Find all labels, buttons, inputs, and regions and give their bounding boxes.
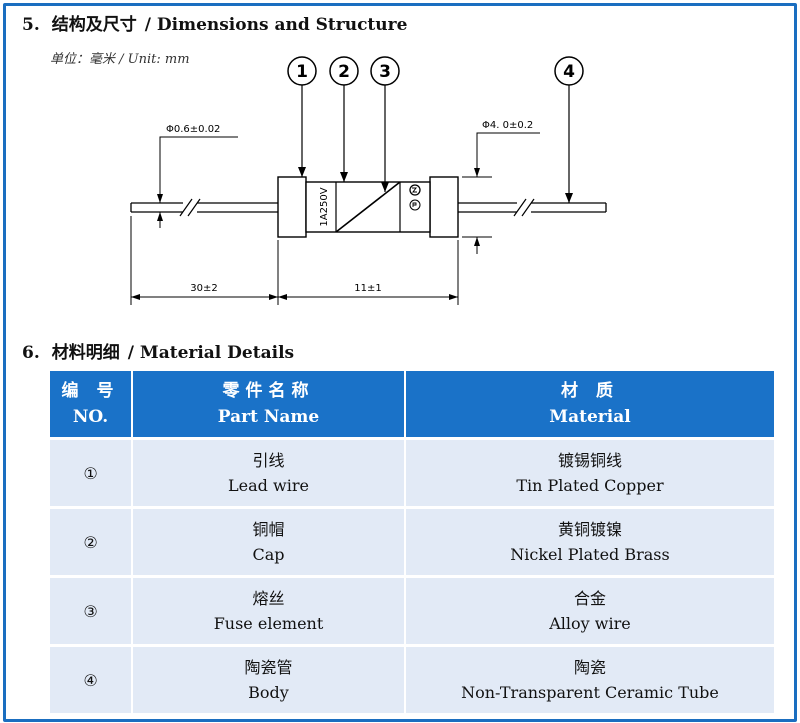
fuse-element <box>335 181 401 233</box>
dimensions-diagram: 1A250V 1 2 3 4 Φ0.6±0.02 <box>130 56 607 305</box>
svg-text:3: 3 <box>379 62 391 82</box>
body-length-dimension: 11±1 <box>278 240 459 305</box>
unit-label: 单位：毫米 / Unit: mm <box>50 52 190 67</box>
svg-text:4: 4 <box>563 62 575 82</box>
lead-wire-left <box>130 198 278 217</box>
lead-length-dimension: 30±2 <box>130 216 279 305</box>
section-6-title: 6. 材料明细 / Material Details <box>22 338 294 363</box>
page-frame <box>3 3 797 722</box>
certification-mark-icon <box>409 184 421 196</box>
callout-3: 3 <box>370 56 400 192</box>
svg-text:11±1: 11±1 <box>354 283 381 294</box>
svg-text:Φ0.6±0.02: Φ0.6±0.02 <box>166 124 220 135</box>
svg-text:2: 2 <box>338 62 350 82</box>
approval-mark-icon <box>409 199 421 211</box>
section-5-title: 5. 结构及尺寸 / Dimensions and Structure <box>22 10 407 35</box>
lead-diameter-dimension: Φ0.6±0.02 <box>157 124 238 228</box>
section-6-number: 6. <box>22 343 40 363</box>
section-5-number: 5. <box>22 15 40 35</box>
callout-1: 1 <box>287 56 317 177</box>
callout-4: 4 <box>554 56 584 203</box>
section-6-title-en: / Material Details <box>127 343 295 363</box>
section-5-title-cn: 结构及尺寸 <box>51 15 137 35</box>
callout-2: 2 <box>329 56 359 182</box>
section-6-title-cn: 材料明细 <box>51 343 120 363</box>
body-diameter-dimension: Φ4. 0±0.2 <box>462 120 540 254</box>
section-5-title-en: / Dimensions and Structure <box>144 15 408 35</box>
rating-marking: 1A250V <box>319 187 330 226</box>
svg-text:Φ4. 0±0.2: Φ4. 0±0.2 <box>482 120 533 131</box>
svg-text:30±2: 30±2 <box>190 283 217 294</box>
svg-text:1: 1 <box>296 62 308 82</box>
lead-wire-right <box>458 198 607 217</box>
cap-right <box>429 176 459 238</box>
cap-left <box>277 176 307 238</box>
